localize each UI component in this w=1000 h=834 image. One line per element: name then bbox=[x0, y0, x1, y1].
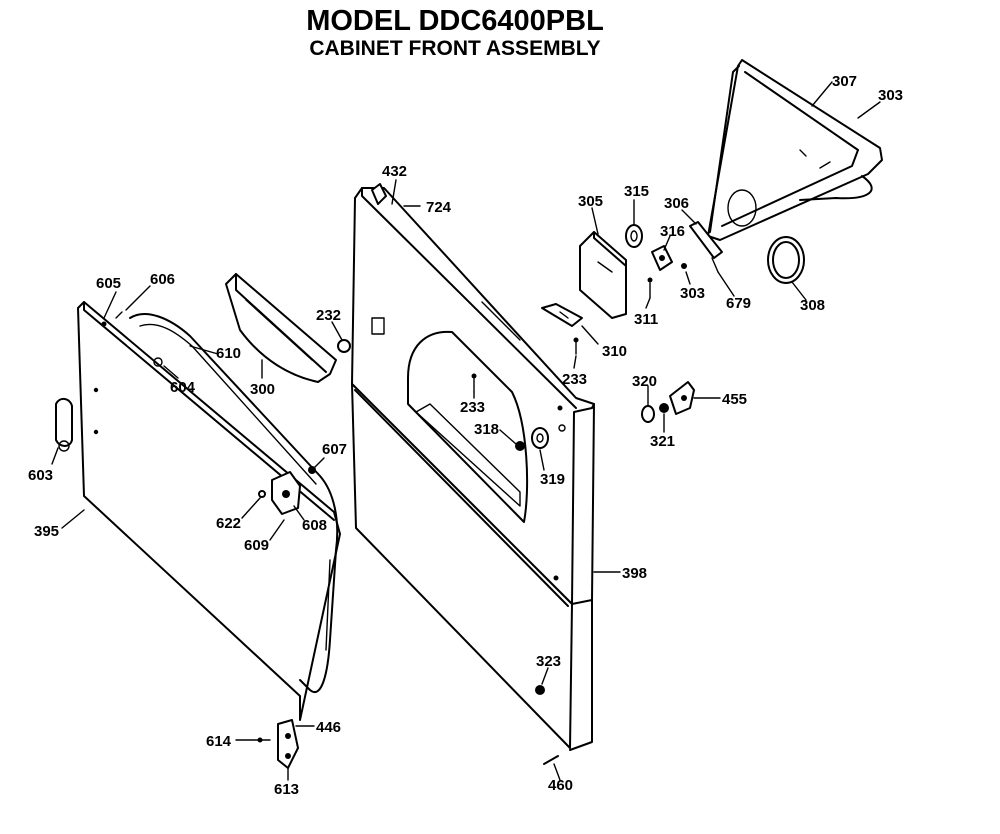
label-303-b: 303 bbox=[680, 285, 705, 302]
label-316: 316 bbox=[660, 223, 685, 240]
nut-321 bbox=[659, 403, 669, 413]
part-labels: 307 303 432 724 305 315 306 316 303 679 … bbox=[28, 73, 903, 798]
washer-320 bbox=[641, 405, 655, 423]
front-panel-398 bbox=[351, 183, 595, 751]
label-319: 319 bbox=[540, 471, 565, 488]
label-320: 320 bbox=[632, 373, 657, 390]
lint-duct-300 bbox=[225, 273, 337, 383]
label-315: 315 bbox=[624, 183, 649, 200]
label-609: 609 bbox=[244, 537, 269, 554]
plug-323 bbox=[535, 685, 545, 695]
label-605: 605 bbox=[96, 275, 121, 292]
label-606: 606 bbox=[150, 271, 175, 288]
label-233-a: 233 bbox=[562, 371, 587, 388]
bracket-305 bbox=[579, 231, 627, 319]
label-323: 323 bbox=[536, 653, 561, 670]
diagram-title: MODEL DDC6400PBL bbox=[306, 5, 604, 37]
knob-315 bbox=[625, 224, 643, 248]
label-603: 603 bbox=[28, 467, 53, 484]
label-610: 610 bbox=[216, 345, 241, 362]
grommet-318 bbox=[515, 441, 525, 451]
screw-311-small bbox=[647, 277, 653, 283]
grommet-319 bbox=[531, 427, 549, 449]
label-608: 608 bbox=[302, 517, 327, 534]
label-300: 300 bbox=[250, 381, 275, 398]
label-311: 311 bbox=[634, 311, 658, 328]
ring-308 bbox=[767, 236, 805, 284]
label-460: 460 bbox=[548, 777, 573, 794]
label-622: 622 bbox=[216, 515, 241, 532]
label-303: 303 bbox=[878, 87, 903, 104]
label-614: 614 bbox=[206, 733, 232, 750]
screw-303-small bbox=[681, 263, 687, 269]
label-432: 432 bbox=[382, 163, 407, 180]
label-724: 724 bbox=[426, 199, 452, 216]
label-679: 679 bbox=[726, 295, 751, 312]
label-455: 455 bbox=[722, 391, 747, 408]
label-233-b: 233 bbox=[460, 399, 485, 416]
screw-232 bbox=[337, 339, 351, 353]
label-446: 446 bbox=[316, 719, 341, 736]
handle-603 bbox=[55, 398, 73, 447]
label-232: 232 bbox=[316, 307, 341, 324]
leader-lines bbox=[51, 81, 881, 781]
label-308: 308 bbox=[800, 297, 825, 314]
hinge-613 bbox=[257, 719, 299, 769]
label-307: 307 bbox=[832, 73, 857, 90]
label-321: 321 bbox=[650, 433, 675, 450]
label-604: 604 bbox=[170, 379, 196, 396]
label-318: 318 bbox=[474, 421, 499, 438]
switch-316 bbox=[651, 245, 673, 271]
label-398: 398 bbox=[622, 565, 647, 582]
diagram-subtitle: CABINET FRONT ASSEMBLY bbox=[309, 37, 600, 60]
label-395: 395 bbox=[34, 523, 59, 540]
bracket-310 bbox=[541, 303, 583, 327]
screw-460 bbox=[543, 755, 559, 765]
label-306: 306 bbox=[664, 195, 689, 212]
label-310: 310 bbox=[602, 343, 627, 360]
label-607: 607 bbox=[322, 441, 347, 458]
label-305: 305 bbox=[578, 193, 603, 210]
door-395 bbox=[55, 301, 341, 721]
label-613: 613 bbox=[274, 781, 299, 798]
